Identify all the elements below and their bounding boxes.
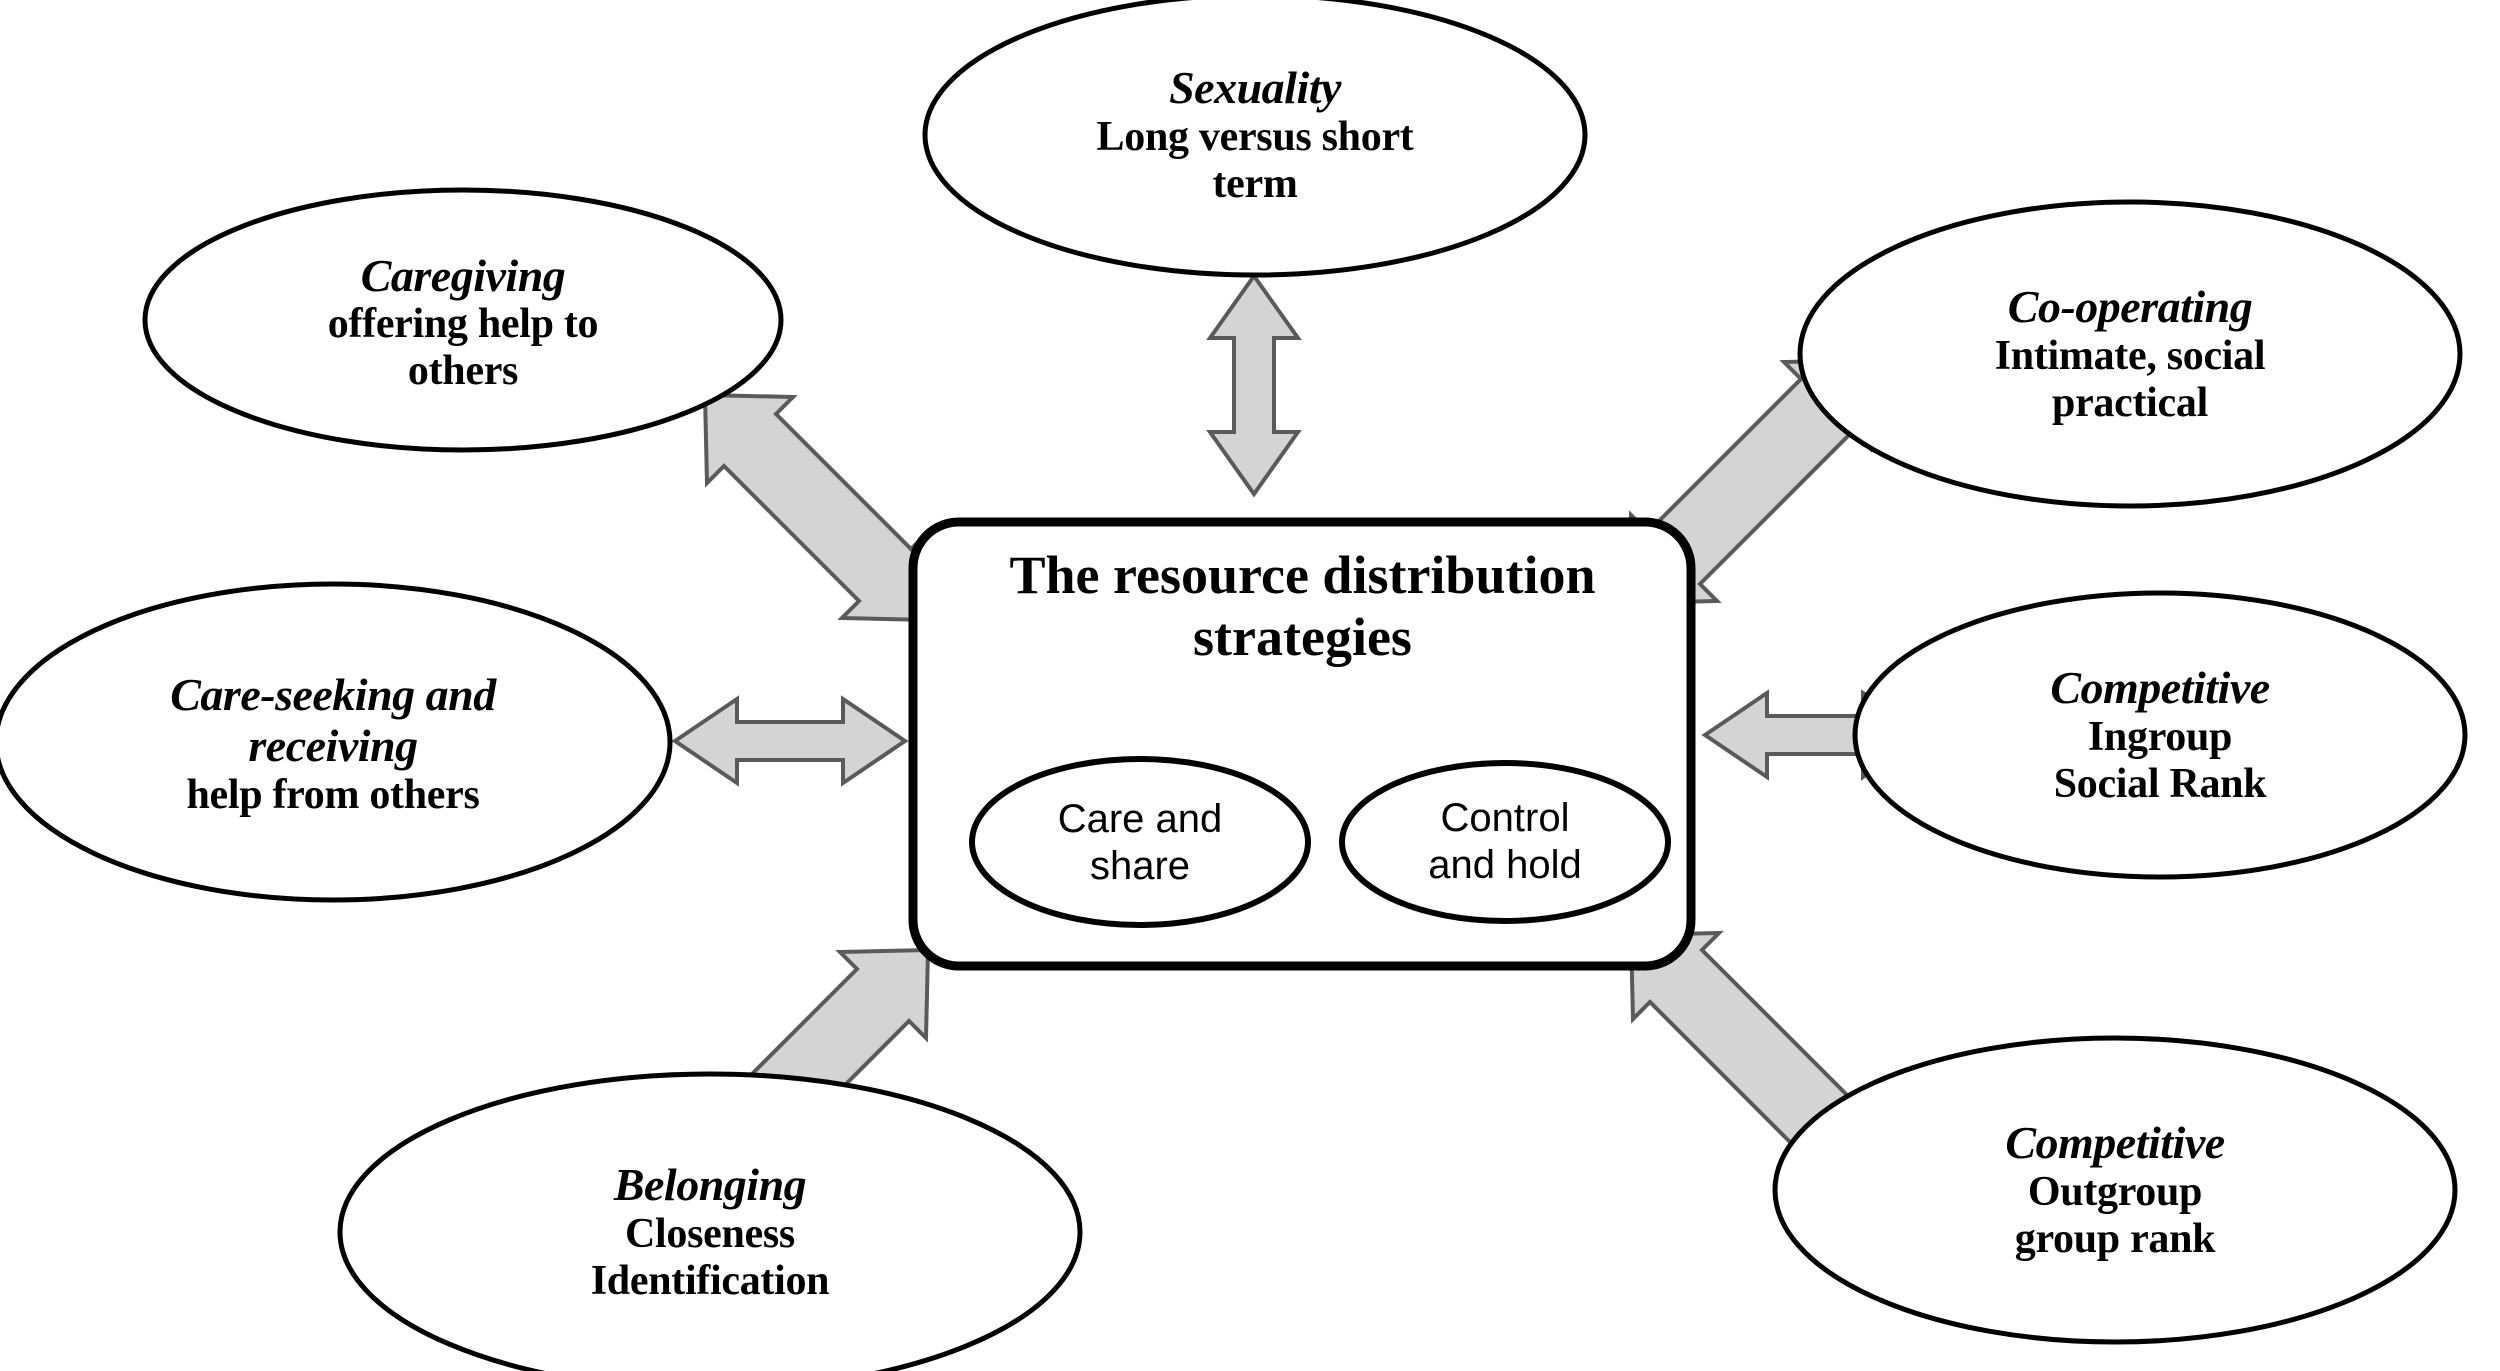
node-sexuality[interactable]: Sexuality Long versus short term [925,20,1585,250]
node-shape-caregiving[interactable] [142,187,784,453]
node-shape-care-seeking[interactable] [0,581,673,903]
node-competitive-outgroup-title: Competitive [2005,1117,2225,1169]
node-shape-competitive-ingroup[interactable] [1852,590,2468,880]
node-competitive-ingroup[interactable]: Competitive Ingroup Social Rank [1865,620,2455,850]
node-competitive-outgroup-subtitle: Outgroup group rank [2014,1168,2216,1262]
inner-shape-care-and-share[interactable] [969,756,1311,928]
inner-node-control-and-hold-label: Control and hold [1428,795,1582,887]
node-caregiving-title: Caregiving [360,249,566,301]
node-care-seeking-subtitle: help from others [186,772,480,818]
node-co-operating[interactable]: Co-operating Intimate, social practical [1810,240,2450,468]
inner-node-control-and-hold[interactable]: Control and hold [1342,763,1668,921]
node-sexuality-title: Sexuality [1169,62,1341,114]
node-belonging-title: Belonging [613,1159,807,1211]
node-shape-sexuality[interactable] [922,0,1588,278]
inner-shape-control-and-hold[interactable] [1339,760,1671,924]
node-sexuality-subtitle: Long versus short term [1096,113,1414,207]
inner-node-care-and-share[interactable]: Care and share [972,760,1308,926]
inner-node-care-and-share-label: Care and share [1057,796,1223,888]
node-shape-co-operating[interactable] [1797,199,2463,509]
node-belonging-subtitle: Closeness Identification [590,1210,830,1304]
node-competitive-ingroup-title: Competitive [2050,662,2270,714]
node-shape-belonging[interactable] [337,1071,1083,1371]
node-caregiving[interactable]: Caregiving offering help to others [145,215,781,430]
connector-sexuality [1206,272,1302,498]
center-box-title: The resource distribution strategies [1009,545,1596,667]
node-competitive-ingroup-subtitle: Ingroup Social Rank [2053,713,2267,807]
node-care-seeking[interactable]: Care-seeking and receiving help from oth… [0,620,666,868]
node-competitive-outgroup[interactable]: Competitive Outgroup group rank [1800,1075,2430,1305]
node-shape-competitive-outgroup[interactable] [1772,1035,2458,1345]
node-co-operating-subtitle: Intimate, social practical [1994,332,2266,426]
node-co-operating-title: Co-operating [2007,281,2253,333]
connector-care-seeking [671,695,909,787]
node-care-seeking-title: Care-seeking and receiving [170,668,496,772]
node-belonging[interactable]: Belonging Closeness Identification [380,1118,1040,1346]
node-caregiving-subtitle: offering help to others [327,301,599,395]
